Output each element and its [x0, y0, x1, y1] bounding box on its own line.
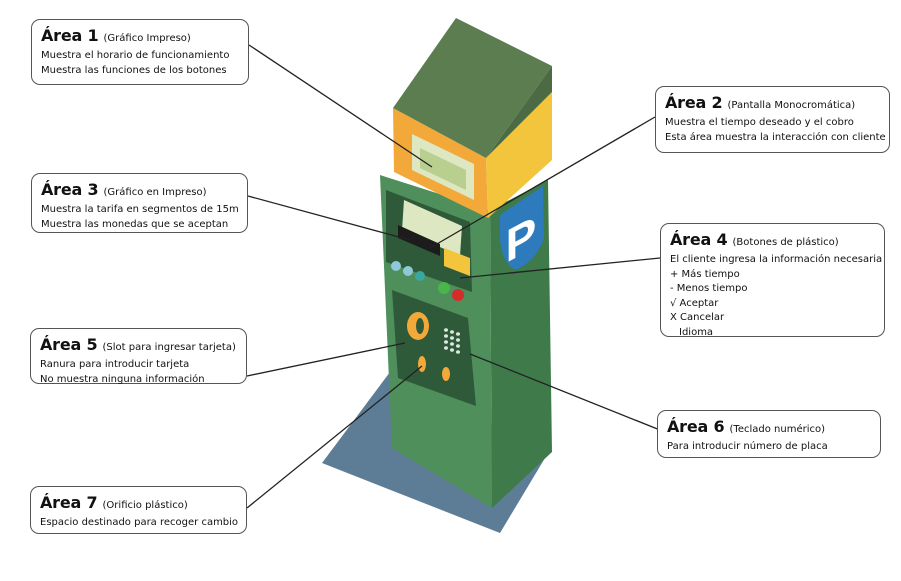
keypad-key[interactable] [456, 338, 460, 342]
keypad-key[interactable] [450, 330, 454, 334]
area-3-subtitle: (Gráfico en Impreso) [103, 187, 207, 198]
keypad-key[interactable] [456, 332, 460, 336]
area-4-line: + Más tiempo [670, 268, 740, 280]
area-4-line: - Menos tiempo [670, 283, 748, 294]
keypad-key[interactable] [450, 342, 454, 346]
area-5-title: Área 5 [40, 335, 98, 354]
area-6-subtitle: (Teclado numérico) [729, 424, 826, 435]
callout-area-6: Área 6 (Teclado numérico) Para introduci… [657, 410, 881, 458]
change-cup[interactable] [418, 356, 426, 372]
area-2-line: Esta área muestra la interacción con cli… [665, 131, 886, 143]
area-4-title: Área 4 [670, 230, 728, 249]
callout-area-4: Área 4 (Botones de plástico) El cliente … [660, 223, 885, 338]
monochrome-screen [402, 200, 462, 256]
keypad-key[interactable] [456, 350, 460, 354]
parking-sign [500, 186, 544, 270]
area-5-line: No muestra ninguna información [40, 373, 205, 385]
area-5-line: Ranura para introducir tarjeta [40, 359, 190, 370]
area-4-line: El cliente ingresa la información necesa… [670, 254, 883, 265]
area-4-line: √ Aceptar [670, 297, 719, 309]
keypad-key[interactable] [444, 328, 448, 332]
leader-lines [246, 44, 661, 509]
card-slot-hole [416, 318, 424, 334]
area-5-subtitle: (Slot para ingresar tarjeta) [102, 342, 236, 353]
area-2-title: Área 2 [665, 93, 723, 112]
button-plus-icon[interactable] [391, 261, 401, 271]
keypad-key[interactable] [444, 346, 448, 350]
keypad-key[interactable] [456, 344, 460, 348]
upper-housing-side [486, 92, 552, 218]
button-minus-icon[interactable] [403, 266, 413, 276]
keypad-key[interactable] [450, 336, 454, 340]
area-2-line: Muestra el tiempo deseado y el cobro [665, 117, 854, 128]
area-4-line: Idioma [679, 326, 714, 338]
area-7-line: Espacio destinado para recoger cambio [40, 517, 239, 528]
area-2-subtitle: (Pantalla Monocromática) [727, 100, 856, 111]
printed-graphic-inner [420, 148, 466, 190]
area-3-line: Muestra las monedas que se aceptan [41, 218, 229, 230]
area-3-line: Muestra la tarifa en segmentos de 15m [41, 204, 239, 215]
callout-area-3: Área 3 (Gráfico en Impreso) Muestra la t… [31, 173, 248, 233]
callout-area-2: Área 2 (Pantalla Monocromática) Muestra … [655, 86, 890, 153]
meter-body-side [490, 180, 552, 508]
numeric-keypad[interactable] [444, 328, 460, 354]
area-6-line: Para introducir número de placa [667, 441, 828, 452]
roof-top [393, 18, 552, 158]
area-1-line: Muestra las funciones de los botones [41, 64, 227, 76]
area-6-title: Área 6 [667, 417, 725, 436]
callout-area-5: Área 5 (Slot para ingresar tarjeta) Ranu… [30, 328, 247, 385]
coin-slot [398, 225, 440, 256]
callout-area-7: Área 7 (Orificio plástico) Espacio desti… [30, 486, 247, 534]
button-cancel-icon[interactable] [452, 289, 464, 301]
area-7-subtitle: (Orificio plástico) [102, 500, 188, 511]
tariff-graphic [444, 248, 470, 276]
keypad-key[interactable] [450, 348, 454, 352]
keypad-key[interactable] [444, 340, 448, 344]
callout-area-1: Área 1 (Gráfico Impreso) Muestra el hora… [31, 19, 249, 85]
area-1-subtitle: (Gráfico Impreso) [103, 33, 191, 44]
area-4-subtitle: (Botones de plástico) [732, 237, 839, 248]
button-language-icon[interactable] [415, 271, 425, 281]
area-1-line: Muestra el horario de funcionamiento [41, 50, 230, 61]
change-cup-lower [442, 367, 450, 381]
area-3-title: Área 3 [41, 180, 99, 199]
keypad-key[interactable] [444, 334, 448, 338]
roof-side [486, 66, 552, 158]
area-7-title: Área 7 [40, 493, 98, 512]
area-1-title: Área 1 [41, 26, 99, 45]
area-4-line: X Cancelar [670, 312, 725, 323]
button-accept-icon[interactable] [438, 282, 450, 294]
